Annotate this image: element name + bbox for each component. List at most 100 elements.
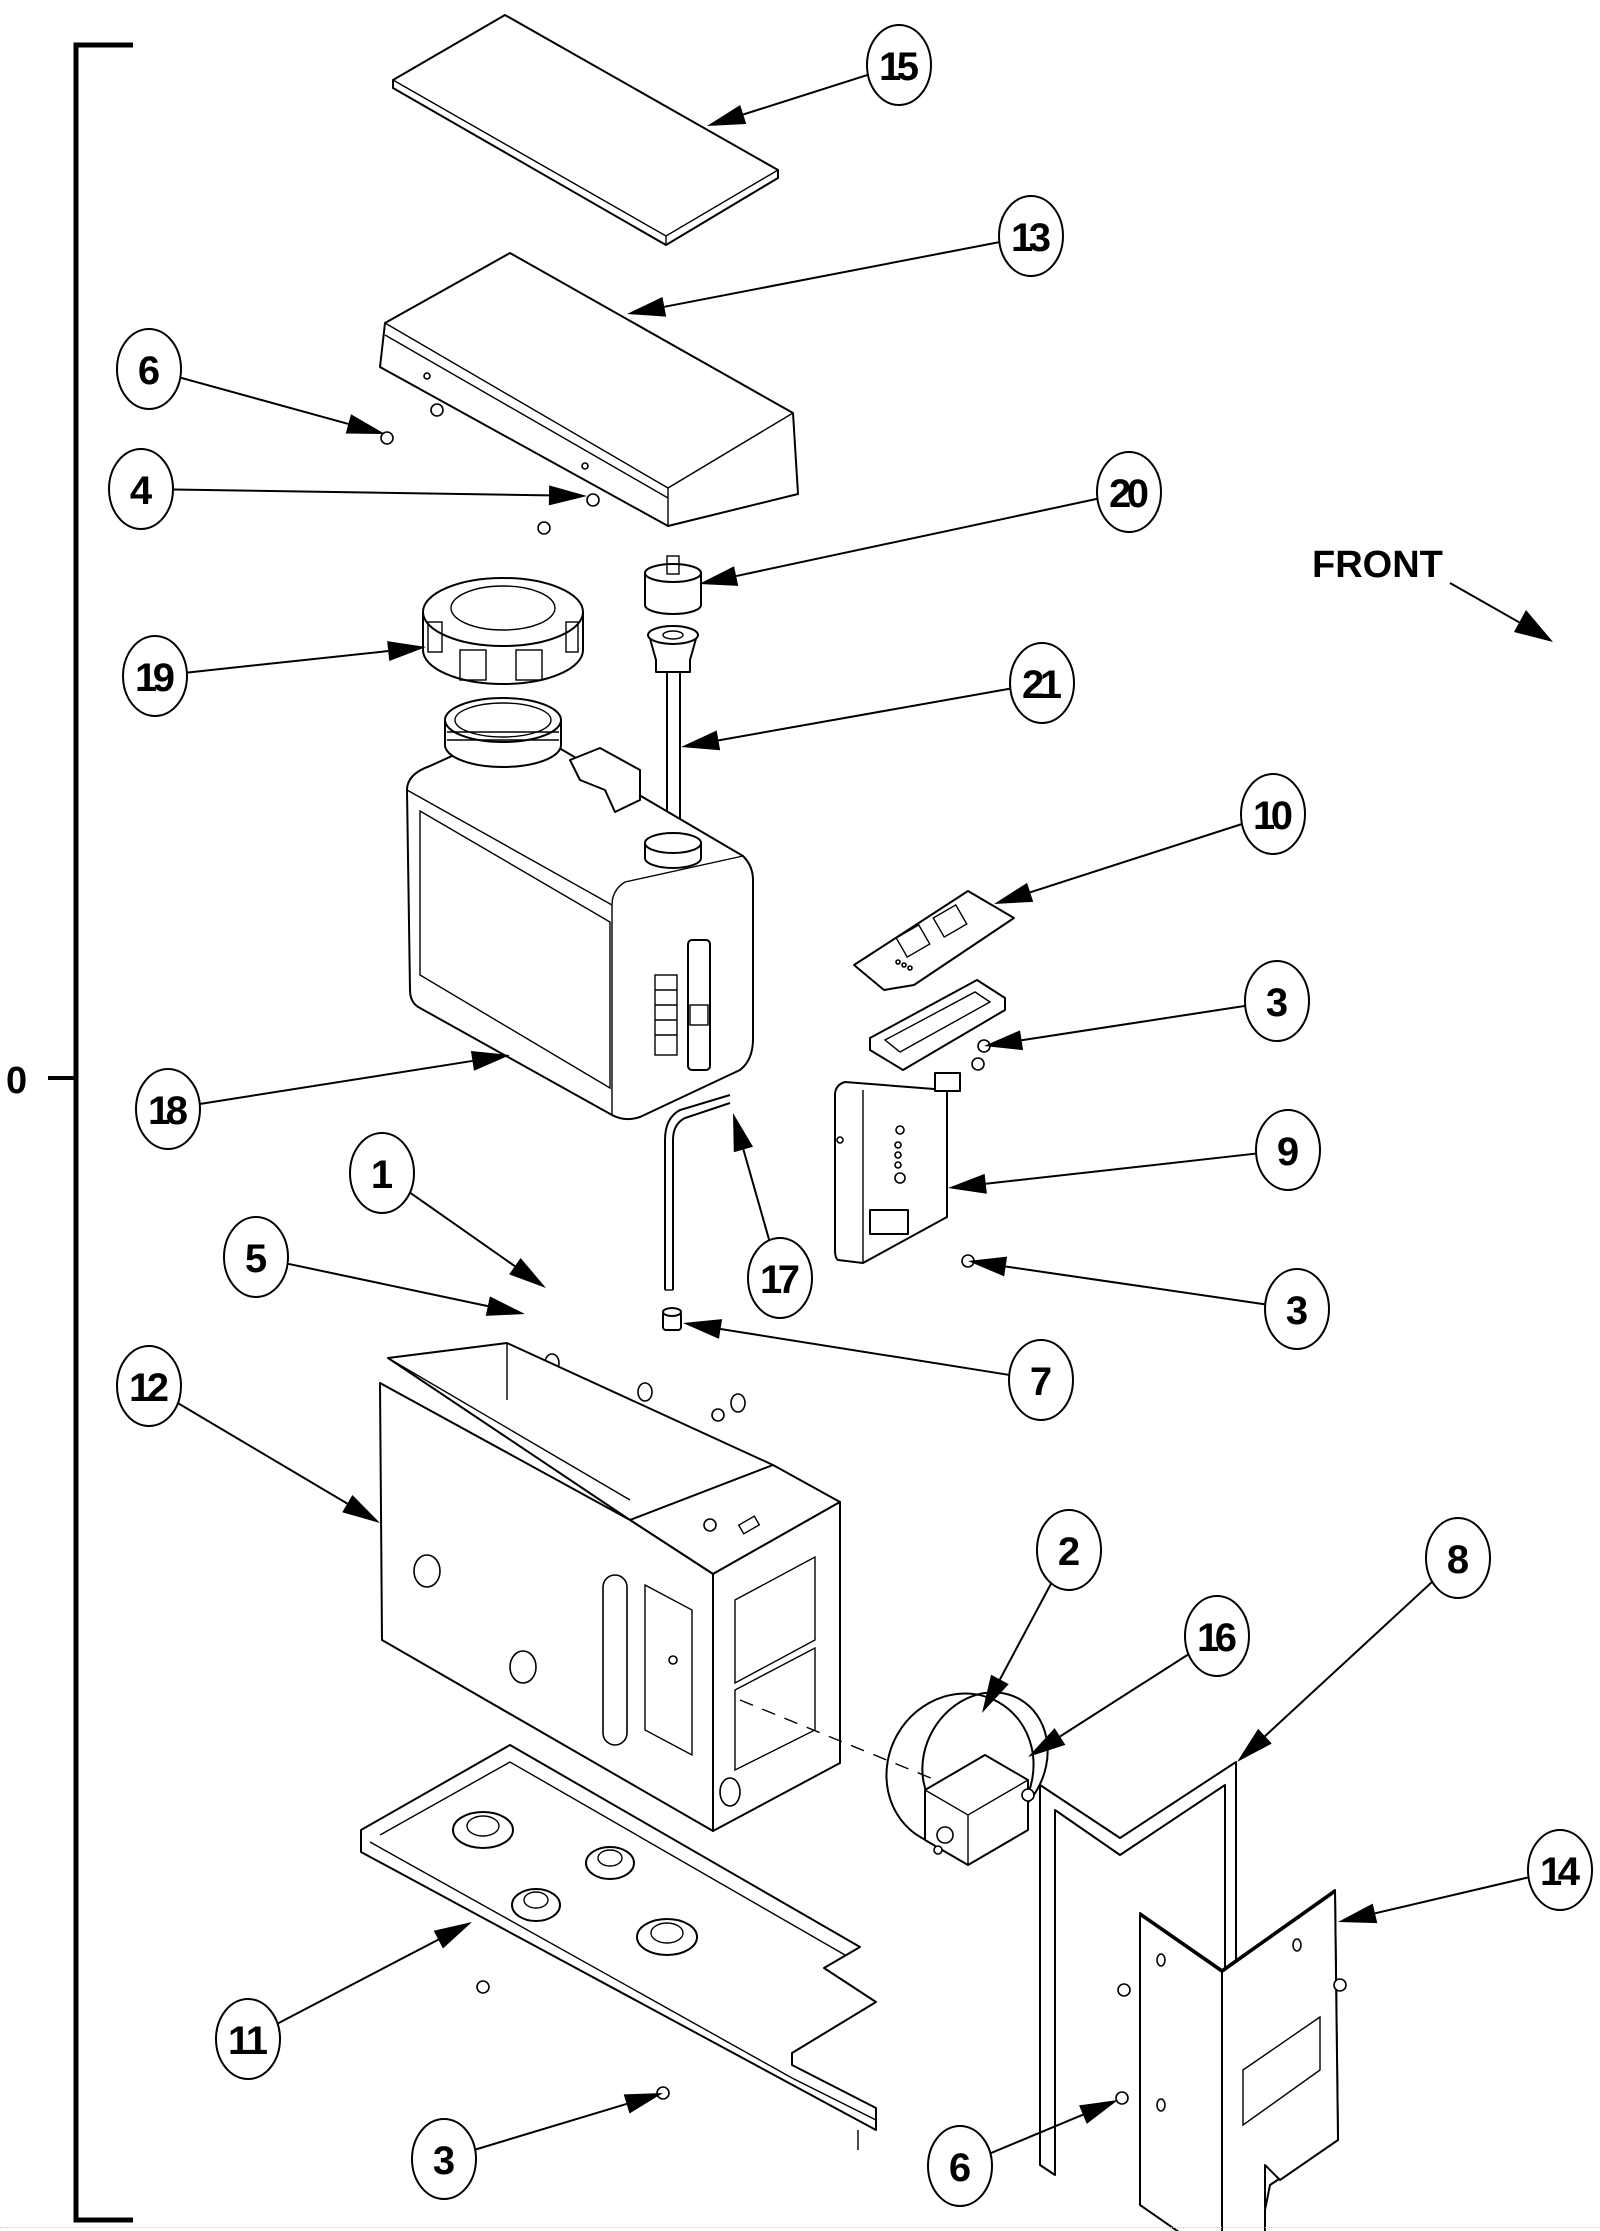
- callout-bubble: [135, 1068, 201, 1150]
- callout-control-panel-label: 10: [994, 773, 1306, 904]
- part-cover: [379, 252, 799, 527]
- nut-icon: [430, 403, 444, 417]
- callout-number: 14: [1540, 1850, 1581, 1894]
- leader-line: [1059, 1653, 1190, 1738]
- hardware-bracket: [961, 1039, 991, 1268]
- callout-number: 18: [148, 1089, 188, 1133]
- leader-line: [742, 73, 869, 116]
- callout-number: 8: [1447, 1538, 1469, 1582]
- callout-front-bracket: 8: [1237, 1517, 1491, 1762]
- callout-screw: 5: [223, 1216, 525, 1316]
- callout-bubble: [866, 24, 932, 106]
- washer-icon: [730, 1393, 746, 1413]
- arrow-icon: [548, 485, 587, 506]
- callout-number: 3: [433, 2139, 455, 2183]
- callout-dip-tube: 21: [681, 642, 1075, 751]
- part-lid: [392, 14, 779, 246]
- arrow-icon: [1338, 1903, 1378, 1924]
- arrow-icon: [342, 1495, 380, 1523]
- nut-icon: [586, 493, 600, 507]
- leader-line: [179, 376, 349, 425]
- part-cap: [644, 555, 702, 615]
- callout-number: 10: [1253, 794, 1293, 838]
- callout-front-panel: 14: [1338, 1829, 1593, 1924]
- callout-number: 3: [1286, 1289, 1308, 1333]
- callout-bubble: [108, 448, 174, 530]
- callout-drip-tray: 11: [215, 1922, 472, 2080]
- callout-bubble: [215, 1998, 281, 2080]
- arrow-icon: [984, 1030, 1024, 1051]
- arrow-icon: [470, 1051, 510, 1071]
- callout-number: 1: [371, 1153, 393, 1197]
- callout-nut: 3: [984, 960, 1310, 1051]
- callout-bubble: [927, 2125, 993, 2207]
- part-tank: [406, 697, 754, 1121]
- leader-line: [735, 497, 1098, 578]
- arrow-icon: [623, 2093, 663, 2114]
- callout-bubble: [1527, 1829, 1593, 1911]
- leader-line: [287, 1262, 489, 1308]
- leader-line: [742, 1149, 771, 1241]
- leader-line: [199, 1059, 473, 1105]
- arrow-icon: [627, 296, 667, 317]
- callout-lid: 15: [707, 24, 932, 126]
- callout-nut: 4: [108, 448, 587, 530]
- callout-number: 3: [1266, 981, 1288, 1025]
- arrow-icon: [707, 104, 747, 126]
- callout-bubble: [747, 1237, 813, 1319]
- leader-line: [1374, 1876, 1529, 1915]
- callout-bubble: [1425, 1517, 1491, 1599]
- front-label: FRONT: [1312, 544, 1443, 586]
- callout-bubble: [1008, 1339, 1074, 1421]
- leader-line: [1264, 1581, 1433, 1737]
- part-tank-cap: [422, 577, 584, 685]
- washer-icon: [637, 1382, 653, 1402]
- arrow-icon: [433, 1922, 472, 1949]
- callout-screw: 6: [927, 2100, 1118, 2207]
- leader-line: [1005, 1265, 1266, 1306]
- clamp-screw-icon: [1021, 1788, 1035, 1802]
- callout-bubble: [122, 635, 188, 717]
- arrow-icon: [994, 882, 1034, 904]
- callout-bubble: [1184, 1595, 1250, 1677]
- arrow-icon: [387, 641, 426, 661]
- callout-number: 7: [1030, 1360, 1052, 1404]
- part-dip-tube: [647, 625, 699, 845]
- arrow-icon: [699, 566, 739, 586]
- callout-number: 5: [245, 1237, 267, 1281]
- assembly-bracket: 0: [6, 42, 133, 2223]
- callout-pump: 2: [982, 1509, 1102, 1713]
- callout-number: 15: [879, 45, 919, 89]
- arrow-icon: [681, 730, 721, 751]
- front-arrow-icon: [1514, 610, 1553, 642]
- callout-control-bracket: 9: [948, 1109, 1321, 1194]
- callout-cap: 20: [699, 451, 1162, 586]
- front-direction-indicator: FRONT: [1312, 544, 1553, 642]
- callout-bubble: [1244, 960, 1310, 1042]
- callout-number: 6: [138, 349, 160, 393]
- leader-line: [999, 1582, 1053, 1680]
- callout-number: 17: [760, 1258, 800, 1302]
- callout-clamp: 16: [1028, 1595, 1250, 1757]
- part-pump: [885, 1691, 1049, 1866]
- callout-number: 19: [135, 656, 175, 700]
- part-control-bracket: [834, 979, 1006, 1264]
- callout-number: 13: [1011, 216, 1051, 260]
- callout-bubble: [349, 1132, 415, 1214]
- leader-line: [989, 2113, 1084, 2155]
- page-bottom-rule: [0, 2227, 1600, 2228]
- bracket-label: 0: [6, 1060, 27, 1102]
- screw-icon: [1115, 2091, 1129, 2105]
- screw-icon: [1333, 1978, 1347, 1992]
- part-tube: [664, 1094, 731, 1291]
- screw-icon: [380, 431, 394, 445]
- callout-number: 16: [1197, 1616, 1237, 1660]
- callout-tank: 18: [135, 1051, 510, 1150]
- screw-icon: [711, 1408, 725, 1422]
- callout-number: 21: [1022, 663, 1062, 707]
- arrow-icon: [948, 1173, 987, 1194]
- leader-line: [186, 650, 389, 674]
- nut-icon: [476, 1980, 490, 1994]
